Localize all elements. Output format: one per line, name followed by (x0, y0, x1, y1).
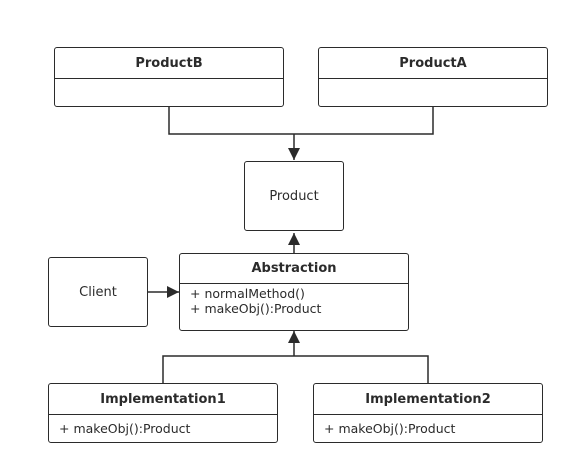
connector-productb-to-product (168, 107, 294, 135)
class-implementation1-members: + makeObj():Product (49, 415, 277, 438)
class-producta[interactable]: ProductA (318, 47, 548, 107)
class-implementation2[interactable]: Implementation2 + makeObj():Product (313, 383, 543, 443)
class-implementation1-title: Implementation1 (49, 384, 277, 415)
class-implementation2-title: Implementation2 (314, 384, 542, 415)
member-makeobj: + makeObj():Product (324, 421, 456, 436)
member-normalmethod: + normalMethod() (190, 286, 305, 301)
class-client-label: Client (79, 284, 117, 300)
connector-producta-to-product (294, 107, 434, 135)
class-client[interactable]: Client (48, 257, 148, 327)
member-makeobj: + makeObj():Product (59, 421, 191, 436)
connector-impl1-to-abstraction (162, 355, 294, 383)
class-productb-members (55, 79, 283, 83)
class-implementation2-members: + makeObj():Product (314, 415, 542, 438)
class-producta-members (319, 79, 547, 83)
connector-impl2-to-abstraction (294, 355, 429, 383)
class-product[interactable]: Product (244, 161, 344, 231)
class-implementation1[interactable]: Implementation1 + makeObj():Product (48, 383, 278, 443)
class-abstraction-title: Abstraction (180, 254, 408, 284)
class-abstraction[interactable]: Abstraction + normalMethod() + makeObj()… (179, 253, 409, 331)
class-producta-title: ProductA (319, 48, 547, 79)
class-product-label: Product (269, 188, 319, 204)
class-abstraction-members: + normalMethod() + makeObj():Product (180, 284, 408, 318)
member-makeobj: + makeObj():Product (190, 301, 322, 316)
class-productb-title: ProductB (55, 48, 283, 79)
class-productb[interactable]: ProductB (54, 47, 284, 107)
